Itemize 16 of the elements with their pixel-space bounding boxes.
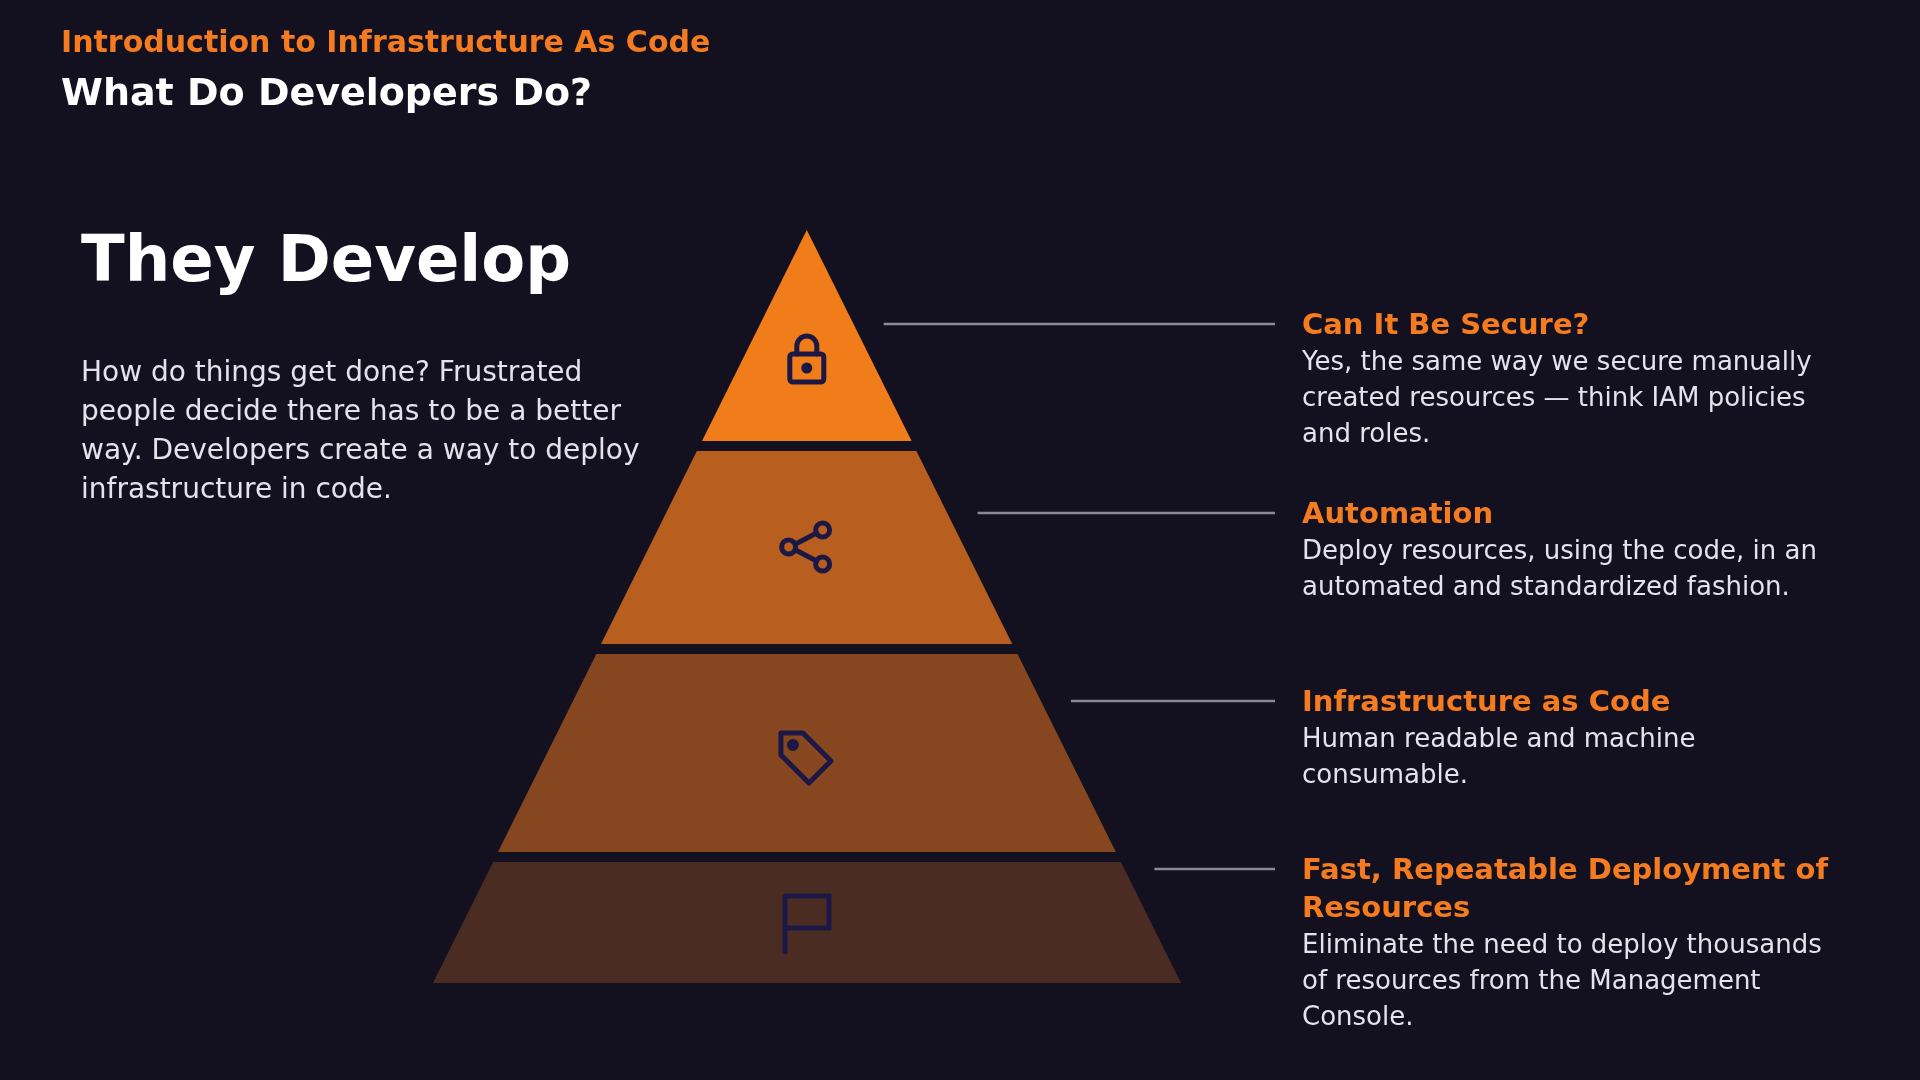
leader-line <box>883 322 1275 326</box>
section-heading: They Develop <box>81 222 571 296</box>
item-description: Human readable and machine consumable. <box>1302 722 1697 791</box>
item-description: Yes, the same way we secure manually created resources — think IAM policies and roles. <box>1302 345 1813 450</box>
item-heading: Infrastructure as Code <box>1302 683 1672 720</box>
item-heading: Fast, Repeatable Deployment of Resources <box>1302 851 1830 926</box>
leader-line <box>1154 867 1275 871</box>
item-description: Deploy resources, using the code, in an automated and standardized fashion. <box>1302 534 1818 603</box>
item-heading: Can It Be Secure? <box>1302 306 1591 343</box>
description-paragraph: How do things get done? Frustrated people decide there has to be a better way. Developers create a way to deploy infrastructure in code. <box>81 354 641 507</box>
subtitle: Introduction to Infrastructure As Code <box>61 24 711 59</box>
item-description: Eliminate the need to deploy thousands of resources from the Management Console. <box>1302 928 1823 1033</box>
slide-title: What Do Developers Do? <box>61 70 593 114</box>
leader-line <box>977 511 1275 515</box>
item-heading: Automation <box>1302 495 1495 532</box>
leader-line <box>1070 699 1275 703</box>
